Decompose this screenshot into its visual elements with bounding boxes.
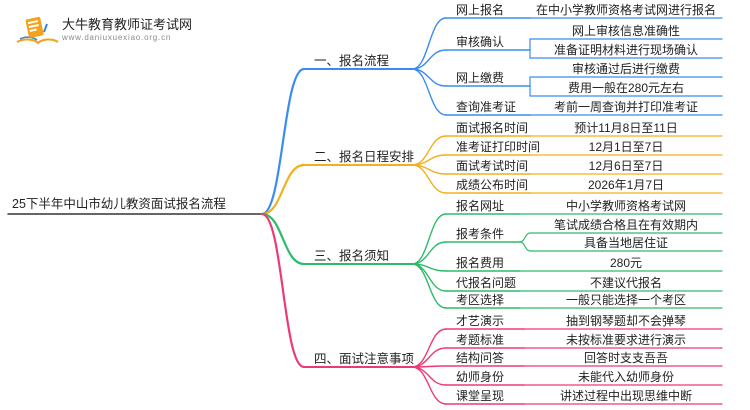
- category-label: 三、报名须知: [314, 249, 390, 263]
- detail-label: 笔试成绩合格且在有效期内: [553, 218, 698, 232]
- detail-label: 2026年1月7日: [587, 178, 665, 192]
- item-label: 幼师身份: [456, 370, 505, 384]
- detail-label: 一般只能选择一个考区: [565, 293, 686, 307]
- item-label: 考区选择: [456, 293, 505, 307]
- item-label: 准考证打印时间: [456, 140, 541, 154]
- item-label: 考题标准: [456, 333, 505, 347]
- logo: [14, 12, 60, 50]
- item-label: 报考条件: [456, 227, 505, 241]
- detail-label: 讲述过程中出现思维中断: [559, 389, 692, 403]
- detail-label: 抽到钢琴题却不会弹琴: [565, 314, 686, 328]
- detail-label: 预计11月8日至11日: [574, 121, 678, 135]
- detail-label: 费用一般在280元左右: [567, 81, 685, 95]
- detail-label: 网上审核信息准确性: [571, 24, 680, 38]
- detail-label: 在中小学教师资格考试网进行报名: [535, 3, 716, 17]
- item-connector: [411, 213, 447, 265]
- brand-name: 大牛教育教师证考试网: [62, 17, 193, 32]
- item-label: 网上缴费: [456, 71, 505, 85]
- detail-label: 12月6日至7日: [588, 159, 664, 173]
- category-label: 二、报名日程安排: [314, 150, 415, 164]
- item-label: 代报名问题: [456, 276, 517, 290]
- detail-label: 中小学教师资格考试网: [565, 199, 686, 213]
- branch-connector: [260, 212, 306, 369]
- item-connector: [411, 347, 447, 368]
- category-label: 四、面试注意事项: [314, 352, 415, 366]
- item-label: 课堂呈现: [456, 389, 505, 403]
- item-label: 报名网址: [456, 199, 505, 213]
- item-connector: [411, 241, 447, 265]
- branch-connector: [260, 212, 306, 266]
- detail-label: 考前一周查询并打印准考证: [553, 100, 698, 114]
- item-connector: [411, 17, 447, 70]
- detail-label: 准备证明材料进行现场确认: [553, 43, 698, 57]
- detail-label: 回答时支支吾吾: [583, 351, 668, 365]
- detail-label: 具备当地居住证: [583, 236, 668, 250]
- item-label: 审核确认: [456, 35, 505, 49]
- detail-connector: [519, 241, 531, 252]
- root-topic: 25下半年中山市幼儿教资面试报名流程: [12, 197, 226, 211]
- item-label: 面试考试时间: [456, 159, 529, 173]
- detail-connector: [519, 232, 531, 243]
- item-label: 网上报名: [456, 3, 505, 17]
- detail-label: 12月1日至7日: [588, 140, 664, 154]
- branch-connector: [260, 163, 306, 216]
- item-label: 成绩公布时间: [456, 178, 529, 192]
- item-connector: [411, 366, 447, 386]
- item-connector: [411, 164, 447, 194]
- detail-label: 审核通过后进行缴费: [571, 62, 680, 76]
- item-connector: [411, 68, 447, 116]
- item-connector: [411, 366, 447, 405]
- item-label: 才艺演示: [456, 314, 505, 328]
- brand-url: www.daniuxuexiao.org.cn: [62, 33, 172, 42]
- item-label: 报名费用: [456, 256, 505, 270]
- item-label: 面试报名时间: [456, 121, 529, 135]
- detail-label: 280元: [609, 256, 643, 270]
- detail-label: 不建议代报名: [589, 276, 662, 290]
- item-label: 查询准考证: [456, 100, 517, 114]
- detail-label: 未能代入幼师身份: [577, 370, 674, 384]
- book-icon: [16, 16, 59, 45]
- item-label: 结构问答: [456, 351, 505, 365]
- branch-connector: [260, 67, 306, 216]
- category-label: 一、报名流程: [314, 54, 390, 68]
- detail-label: 未按标准要求进行演示: [565, 333, 686, 347]
- item-connector: [411, 68, 447, 87]
- item-connector: [411, 49, 447, 70]
- item-connector: [411, 263, 447, 309]
